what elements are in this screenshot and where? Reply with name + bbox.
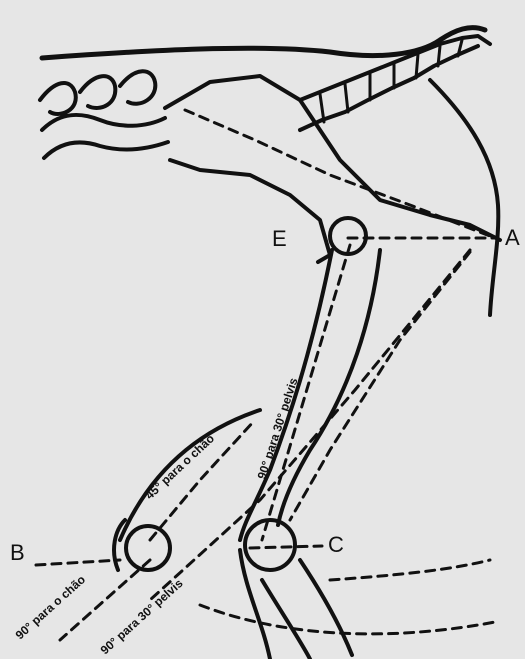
femur-outline [240, 250, 380, 540]
stifle-joint [245, 520, 295, 570]
angle-line-a-to-b [150, 250, 470, 600]
point-label-a: A [505, 225, 520, 250]
point-label-e: E [272, 226, 287, 251]
point-label-c: C [328, 532, 344, 557]
tibia-outline [262, 560, 352, 659]
femur-axis-dashed [262, 245, 350, 540]
rump-contour [430, 80, 498, 315]
b-ground-line [36, 560, 120, 565]
annotation-tibia-pelvis: 90° para 30° pelvis [98, 576, 186, 657]
annotation-femur-ground: 45° para o chão [142, 431, 217, 502]
lower-limb-outline [114, 410, 260, 570]
ground-arc-upper [330, 560, 490, 580]
c-ground-line [250, 546, 322, 548]
annotation-tibia-ground: 90° para o chão [13, 572, 88, 642]
angle-line-a-to-c [290, 252, 470, 520]
lumbar-vertebrae [40, 71, 168, 158]
point-label-b: B [10, 540, 25, 565]
ground-arc-lower [200, 605, 495, 634]
annotation-femur-pelvis: 90° para 30° pelvis [255, 376, 301, 481]
